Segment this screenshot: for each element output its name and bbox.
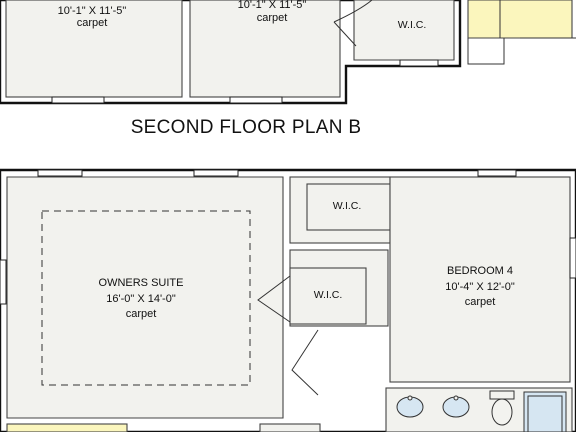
owners-suite-room bbox=[6, 176, 284, 419]
window bbox=[193, 169, 239, 177]
room-left bbox=[5, 0, 183, 98]
room-middle bbox=[189, 0, 341, 98]
bedroom4-room bbox=[389, 176, 571, 383]
top-floor-plan: 10'-1" X 11'-5" carpet 10'-1" X 11'-5" c… bbox=[0, 0, 576, 105]
owners-suite-name: OWNERS SUITE bbox=[99, 277, 184, 289]
toilet-bowl-icon bbox=[491, 398, 513, 426]
hall-door-swing bbox=[291, 329, 319, 396]
bath-area-top bbox=[467, 0, 573, 39]
toilet-tank-icon bbox=[489, 390, 515, 400]
room-middle-dims: 10'-1" X 11'-5" bbox=[238, 0, 307, 11]
room-left-floor: carpet bbox=[77, 17, 108, 29]
owners-suite-dims: 16'-0" X 14'-0" bbox=[106, 293, 176, 305]
wic-lower-inner bbox=[289, 267, 367, 325]
closet-door-swing bbox=[333, 0, 373, 47]
room-middle-floor: carpet bbox=[257, 12, 288, 24]
tray-ceiling-outline bbox=[41, 210, 251, 386]
window bbox=[399, 59, 439, 67]
wic-lower-door bbox=[257, 275, 291, 323]
window bbox=[37, 169, 83, 177]
bath-fragment-left bbox=[6, 423, 128, 432]
main-floor-plan: OWNERS SUITE 16'-0" X 14'-0" carpet W.I.… bbox=[0, 168, 576, 432]
window bbox=[0, 259, 7, 305]
wic-upper-label: W.I.C. bbox=[333, 200, 362, 212]
window bbox=[569, 237, 576, 279]
faucet-icon bbox=[453, 395, 459, 401]
bedroom4-floor: carpet bbox=[465, 296, 496, 308]
room-left-dims: 10'-1" X 11'-5" bbox=[58, 5, 127, 17]
faucet-icon bbox=[407, 395, 413, 401]
counter-line bbox=[467, 0, 505, 65]
bedroom4-name: BEDROOM 4 bbox=[447, 265, 513, 277]
closet-label: W.I.C. bbox=[398, 19, 427, 31]
window bbox=[229, 96, 283, 104]
window bbox=[51, 96, 105, 104]
window bbox=[477, 169, 517, 177]
bathtub-icon bbox=[523, 391, 567, 432]
bedroom4-dims: 10'-4" X 12'-0" bbox=[445, 281, 515, 293]
closet-fragment bbox=[259, 423, 321, 432]
plan-title: SECOND FLOOR PLAN B bbox=[131, 117, 362, 138]
wic-upper-inner bbox=[306, 183, 391, 231]
bathtub-rim bbox=[527, 395, 563, 432]
owners-suite-floor: carpet bbox=[126, 308, 157, 320]
wic-lower-label: W.I.C. bbox=[314, 289, 343, 301]
